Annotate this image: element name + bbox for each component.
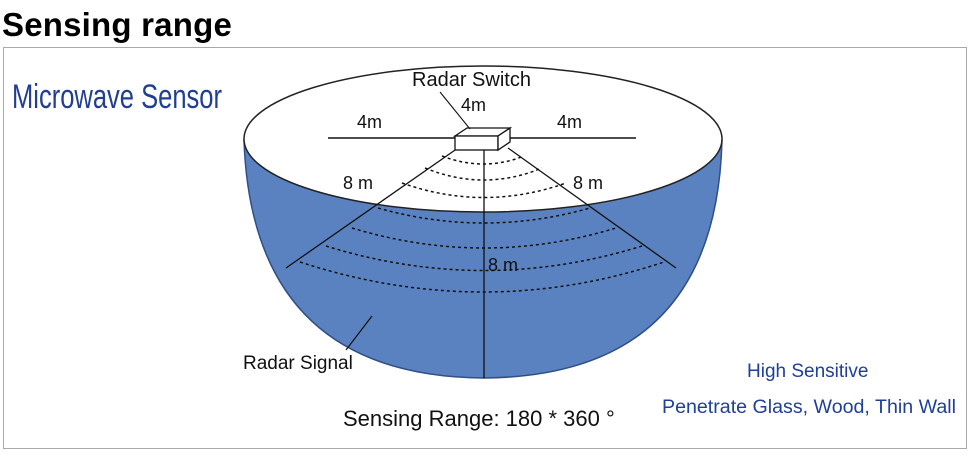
feature-penetrate: Penetrate Glass, Wood, Thin Wall: [662, 397, 956, 418]
distance-diag-left-label: 8 m: [343, 173, 373, 193]
radar-switch-device: [452, 126, 513, 152]
sensor-type-label: Microwave Sensor: [12, 78, 222, 116]
radar-signal-pointer: [345, 315, 373, 351]
feature-high-sensitive: High Sensitive: [747, 361, 868, 382]
beam-line-left: [285, 147, 459, 269]
device-label-pointer: [439, 91, 471, 130]
distance-right-label: 4m: [557, 112, 582, 132]
signal-arcs-lower: [299, 207, 665, 293]
sensing-range-label: Sensing Range: 180 * 360 °: [343, 406, 615, 431]
beam-line-right: [507, 147, 677, 269]
distance-diag-right-label: 8 m: [573, 173, 603, 193]
signal-arcs-upper: [401, 155, 567, 199]
distance-top-label: 4m: [461, 95, 486, 115]
radar-signal-label: Radar Signal: [243, 353, 353, 374]
distance-down-label: 8 m: [488, 255, 518, 275]
device-label: Radar Switch: [412, 69, 531, 91]
distance-left-label: 4m: [357, 112, 382, 132]
page-title: Sensing range: [2, 6, 232, 43]
